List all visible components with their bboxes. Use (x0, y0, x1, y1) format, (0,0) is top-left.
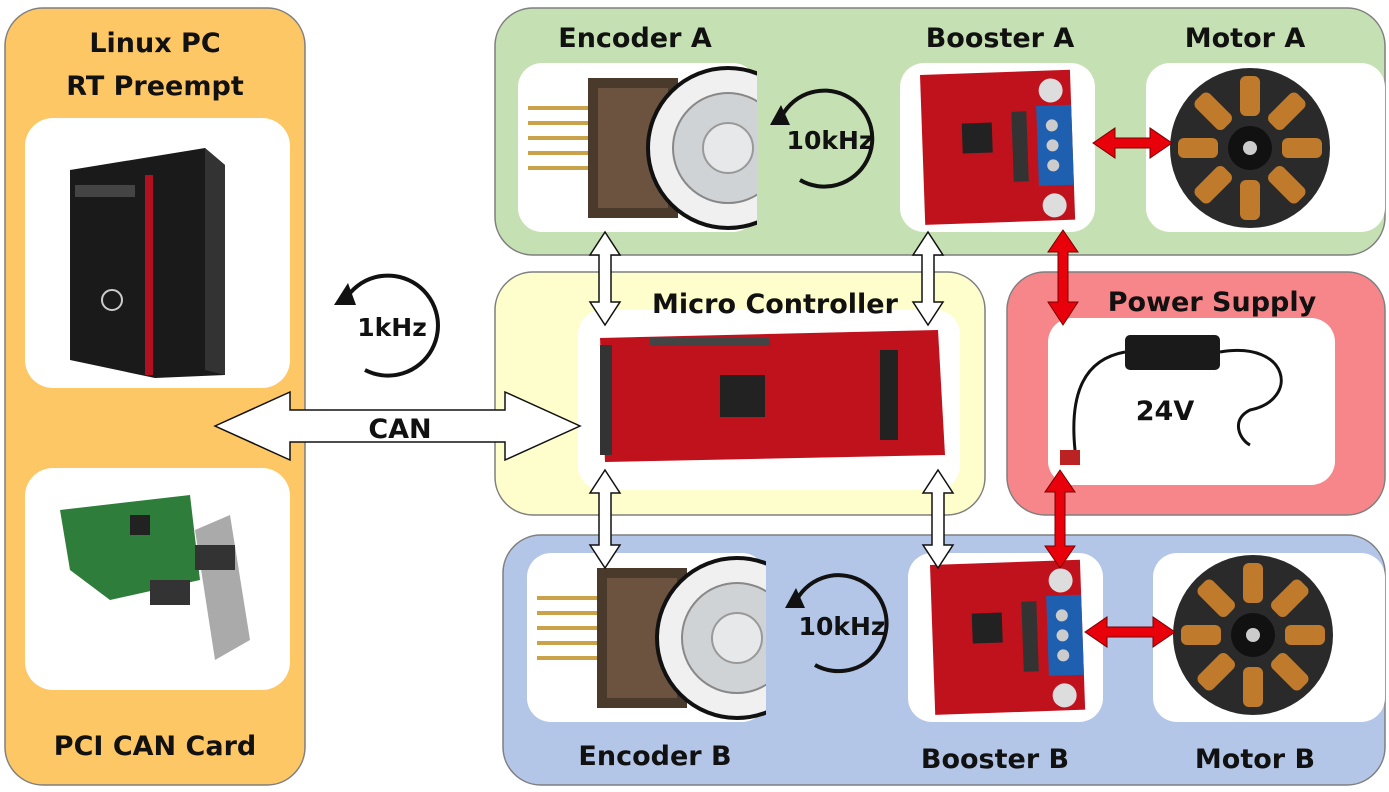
motor-a-label: Motor A (1185, 23, 1306, 54)
controller-title: Micro Controller (652, 289, 899, 320)
booster-b-label: Booster B (921, 744, 1069, 775)
booster-b-image (930, 559, 1086, 715)
controller-panel: Micro Controller (494, 271, 986, 516)
power-adapter-image (1060, 335, 1283, 465)
power-arrow-booster-b (1044, 469, 1076, 569)
booster-a-label: Booster A (926, 23, 1075, 54)
power-supply-photo (1048, 318, 1335, 485)
data-arrow-encoder-a (588, 230, 622, 327)
power-arrow-motor-a (1092, 127, 1173, 159)
axis-a-panel: Encoder A Booster A Motor A 10kHz (494, 7, 1386, 256)
data-arrow-booster-a (911, 230, 945, 327)
pc-subtitle: RT Preempt (66, 71, 244, 102)
motor-b-image (1173, 555, 1333, 715)
loop-rate-pc: 1kHz (357, 313, 427, 342)
pc-title: Linux PC (89, 28, 220, 59)
motor-a-image (1170, 68, 1330, 228)
can-card-image (60, 495, 250, 660)
pc-tower-image (70, 148, 225, 378)
encoder-a-label: Encoder A (558, 23, 712, 54)
booster-a-image (920, 69, 1076, 225)
power-arrow-motor-b (1084, 616, 1176, 648)
encoder-b-label: Encoder B (578, 741, 731, 772)
loop-arrow-a-icon (770, 88, 875, 189)
linux-pc-panel: Linux PC RT Preempt PCI CAN Card (4, 7, 306, 786)
loop-arrow-b-icon (785, 573, 889, 674)
data-arrow-booster-b (921, 468, 955, 570)
axis-b-panel: 10kHz Encoder B Booster B Motor B (502, 534, 1386, 786)
microcontroller-image (600, 330, 945, 462)
loop-arrow-pc-icon (334, 273, 440, 378)
loop-rate-b: 10kHz (799, 612, 886, 641)
loop-rate-a: 10kHz (787, 126, 874, 155)
power-supply-panel: Power Supply 24V (1006, 271, 1386, 516)
voltage-label: 24V (1136, 396, 1195, 427)
can-label: CAN (368, 414, 431, 445)
can-card-label: PCI CAN Card (54, 731, 256, 762)
power-arrow-booster-a (1047, 229, 1079, 326)
data-arrow-encoder-b (588, 468, 622, 570)
power-title: Power Supply (1108, 287, 1317, 318)
motor-b-label: Motor B (1195, 744, 1315, 775)
can-bus-arrow (213, 390, 582, 462)
